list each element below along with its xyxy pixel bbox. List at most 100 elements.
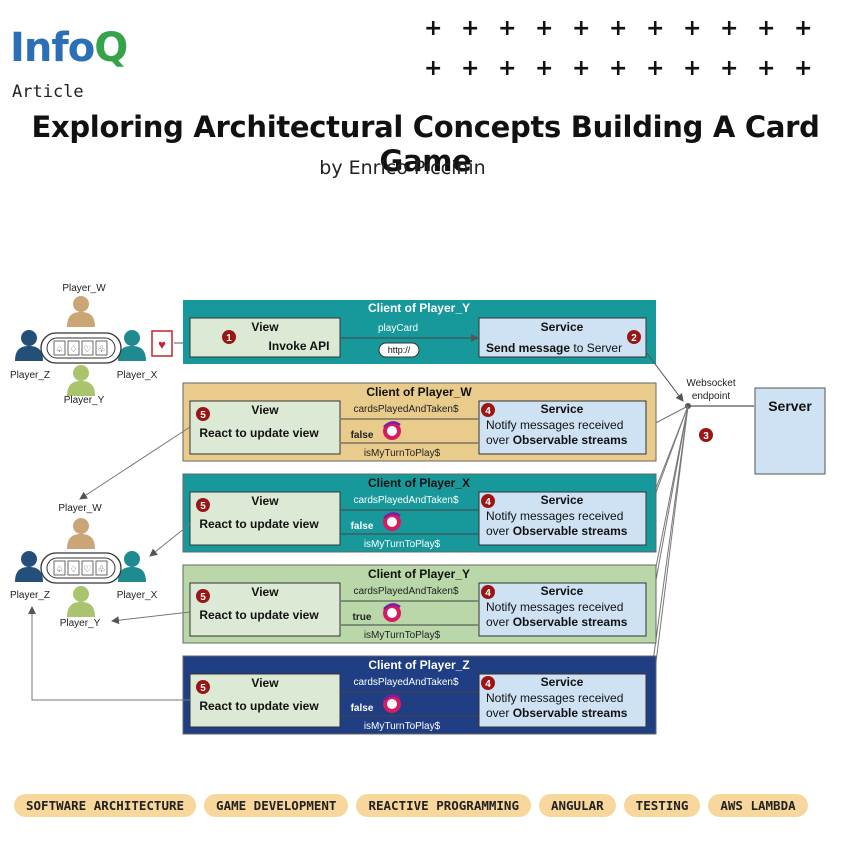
player-x-icon: [118, 330, 146, 361]
badge-5: [196, 407, 210, 421]
card-table-top: Player_W Player_Z Player_X Player_Y ♥: [10, 283, 191, 406]
stream-turn-label: isMyTurnToPlay$: [364, 539, 441, 550]
service-title: Service: [541, 584, 584, 598]
plus-mark: +: [535, 56, 554, 81]
architecture-diagram: ♤ ♢ ♡ ♧ Player_W Player_Z Player_X Playe…: [10, 283, 826, 735]
http-pill: [378, 342, 420, 358]
played-card-icon: ♥: [151, 330, 173, 357]
service-line-2-pre: over: [486, 615, 513, 629]
badge-4: [481, 403, 495, 417]
service-box: [478, 673, 647, 728]
logo-q-text: Q: [94, 25, 128, 71]
badge-5: [196, 498, 210, 512]
websocket-label-2: endpoint: [692, 391, 731, 402]
service-title: Service: [541, 320, 584, 334]
service-box: [478, 317, 647, 358]
decorative-plus-grid: ++++++++++++++++++++++: [424, 18, 830, 80]
plus-mark: +: [646, 16, 665, 41]
tag-chip[interactable]: TESTING: [623, 794, 701, 817]
service-line-2-bold: Observable streams: [513, 615, 628, 629]
rxjs-logo-arc: [383, 603, 401, 610]
badge-4-label: 4: [485, 497, 491, 508]
view-title: View: [251, 320, 279, 334]
stream-turn-label: isMyTurnToPlay$: [364, 630, 441, 641]
stream-turn-label: isMyTurnToPlay$: [364, 448, 441, 459]
rxjs-logo-core: [387, 517, 397, 527]
service-title: Service: [541, 402, 584, 416]
stream-cards-label: cardsPlayedAndTaken$: [353, 677, 459, 688]
tag-chip[interactable]: REACTIVE PROGRAMMING: [356, 794, 531, 817]
service-line-2-bold: Observable streams: [513, 433, 628, 447]
badge-4-label: 4: [485, 406, 491, 417]
service-title: Service: [541, 493, 584, 507]
tag-chip[interactable]: GAME DEVELOPMENT: [204, 794, 349, 817]
badge-5-label: 5: [200, 501, 206, 512]
plus-mark: +: [609, 56, 628, 81]
plus-mark: +: [757, 56, 776, 81]
view-line: Invoke API: [269, 339, 330, 353]
plus-mark: +: [683, 16, 702, 41]
plus-mark: +: [646, 56, 665, 81]
view-title: View: [251, 676, 279, 690]
plus-mark: +: [424, 16, 443, 41]
service-box: [478, 582, 647, 637]
table-bottom-icon: [40, 552, 122, 584]
client-title: Client of Player_Y: [368, 567, 470, 581]
plus-mark: +: [461, 16, 480, 41]
plus-mark: +: [757, 16, 776, 41]
service-line-2: over Observable streams: [486, 433, 628, 447]
service-line-rest: to Server: [570, 341, 622, 355]
rxjs-logo-arc: [383, 421, 401, 428]
plus-mark: +: [720, 16, 739, 41]
service-line-2: over Observable streams: [486, 706, 628, 720]
service-line-2-bold: Observable streams: [513, 524, 628, 538]
plus-mark: +: [794, 56, 813, 81]
service-line-2-pre: over: [486, 706, 513, 720]
client-title: Client of Player_Y: [368, 301, 470, 315]
player-w-label: Player_W: [58, 503, 102, 514]
logo-info-text: Info: [10, 25, 95, 71]
play-card-label: playCard: [378, 323, 418, 334]
plus-mark: +: [683, 56, 702, 81]
websocket-label-1: Websocket: [686, 378, 736, 389]
client-title: Client of Player_W: [366, 385, 472, 399]
view-line: React to update view: [199, 699, 319, 713]
rxjs-logo-arc: [383, 512, 401, 519]
service-line-2: over Observable streams: [486, 615, 628, 629]
plus-mark: +: [609, 16, 628, 41]
plus-mark: +: [498, 16, 517, 41]
tag-chip[interactable]: ANGULAR: [538, 794, 616, 817]
stream-cards-label: cardsPlayedAndTaken$: [353, 495, 459, 506]
player-x-label: Player_X: [117, 590, 158, 601]
player-y-label: Player_Y: [60, 618, 101, 629]
view-box: [189, 582, 341, 637]
plus-mark: +: [424, 56, 443, 81]
badge-5-label: 5: [200, 410, 206, 421]
tag-chip[interactable]: AWS LAMBDA: [708, 794, 808, 817]
plus-mark: +: [720, 56, 739, 81]
badge-5-label: 5: [200, 683, 206, 694]
plus-mark: +: [572, 56, 591, 81]
badge-5-label: 5: [200, 592, 206, 603]
service-line-1: Notify messages received: [486, 509, 623, 523]
player-z-icon: [15, 330, 43, 361]
plus-mark: +: [461, 56, 480, 81]
service-box: [478, 400, 647, 455]
badge-4: [481, 585, 495, 599]
view-line: React to update view: [199, 426, 319, 440]
player-x-icon: [118, 551, 146, 582]
service-line-2-pre: over: [486, 433, 513, 447]
http-pill-label: http://: [388, 345, 411, 355]
service-line-2: over Observable streams: [486, 524, 628, 538]
client-player-y-top: Client of Player_Y 1 View Invoke API pla…: [183, 300, 656, 364]
turn-value: false: [351, 430, 374, 441]
badge-1: 1: [226, 333, 232, 344]
stream-cards-label: cardsPlayedAndTaken$: [353, 404, 459, 415]
server-label: Server: [768, 398, 812, 414]
tag-chip[interactable]: SOFTWARE ARCHITECTURE: [14, 794, 197, 817]
player-y-label: Player_Y: [64, 395, 105, 406]
view-title: View: [251, 585, 279, 599]
service-line-1: Notify messages received: [486, 418, 623, 432]
infoq-logo[interactable]: InfoQ: [10, 25, 128, 71]
